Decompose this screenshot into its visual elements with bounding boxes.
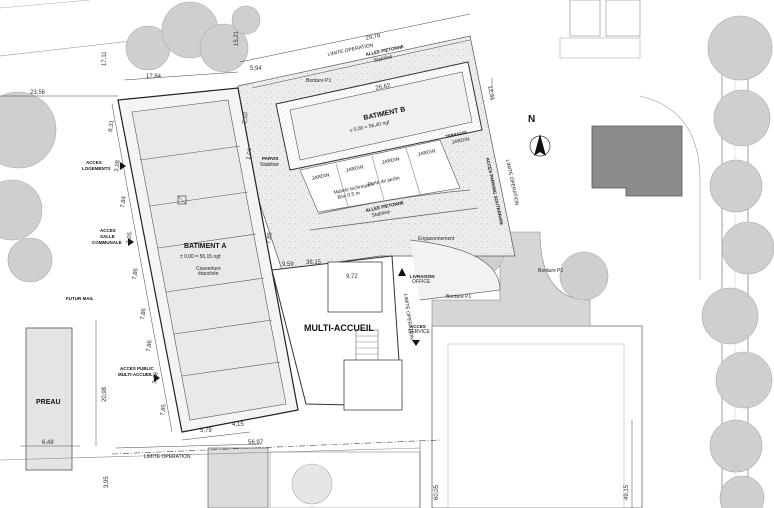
acces-salle-sub2: COMMUNALE [92,240,122,245]
building-multi-name: MULTI-ACCUEIL [304,323,374,333]
jardin-2: JARDIN [345,164,364,174]
acces-service-sub: SERVICE [408,329,431,335]
acces-salle-label: ACCES [100,228,116,233]
dim-12-31: 12,31 [486,85,495,102]
dim-9-72: 9,72 [346,274,358,280]
terrasse-sub: JARDIN [451,136,470,146]
jardin-4: JARDIN [417,148,436,158]
dim-5-94: 5,94 [250,66,262,72]
jardin-1: JARDIN [311,172,330,182]
building-a-level: ± 0,00 = 56,15 ngf [180,254,221,260]
parvis-sub: Stabilisé [260,162,279,168]
arrow-acces-logements-icon [120,162,126,170]
dim-6-48: 6,48 [42,440,54,446]
dim-1-04: 1,04 [246,147,254,160]
dim-9-59: 9,59 [282,262,294,268]
dim-3-95: 3,95 [104,476,110,488]
acces-logements-label: ACCES [86,160,102,165]
building-multi-accueil [271,255,403,411]
dimension-lines [0,13,633,508]
bordure-right: Bordure P1 [538,268,564,274]
building-a [117,87,299,433]
access-arrows [120,162,420,382]
dim-5-79: 5,79 [200,428,212,434]
dim-7-86c: 7,86 [146,339,154,352]
allee-pietonne-mid-sub: Stabilisé [371,209,391,219]
dim-17-84: 17,84 [146,74,162,80]
livraison-sub: OFFICE [412,279,431,285]
north-arrow [529,134,551,157]
dim-17-11: 17,11 [102,51,108,66]
arrow-acces-salle-icon [128,238,134,246]
north-label: N [528,114,535,125]
engazonnement-label: Engazonnement [418,236,455,242]
dim-56-97: 56,97 [248,440,264,446]
dim-3-28a: 3,28 [114,159,122,172]
acces-salle-sub: SALLE [100,234,115,239]
dim-60-05: 60,05 [434,484,440,500]
dim-8-31: 8,31 [108,119,116,132]
bordure-lower: Bordure P1 [446,294,472,300]
acces-logements-sub: LOGEMENTS [82,166,111,171]
acces-public-label: ACCES PUBLIC [120,366,155,371]
bordure-label: Bordure P1 [306,78,332,84]
building-a-roof: Couverture [196,266,221,272]
parvis-label: PARVIS [262,156,278,161]
jardin-3: JARDIN [381,156,400,166]
dim-7-85b: 7,85 [266,231,274,244]
arrow-livraison-icon [398,268,406,276]
dim-38-15: 38,15 [306,260,322,266]
futur-mail-label: FUTUR MAIL [66,296,94,301]
dim-49-15: 49,15 [624,484,630,500]
building-a-name: BATIMENT A [184,243,226,250]
dim-20-98: 20,98 [102,386,108,402]
dim-3-26: 3,26 [126,231,134,244]
allee-pietonne-top-sub: Stabilisé [373,54,393,64]
dim-15-21: 15,21 [234,30,240,46]
limite-operation-bottom: LIMITE OPERATION [144,454,191,460]
dim-7-84: 7,84 [120,195,128,208]
terrasse-label: TERRASSE [445,129,468,138]
dim-7-86a: 7,86 [132,267,140,280]
livraison-label: LIVRAISON [410,274,435,279]
dim-2-10: 2,10 [242,111,250,124]
dim-3-28b: 3,28 [152,371,160,384]
preau-label: PREAU [36,399,61,406]
building-b [275,61,483,213]
arrow-acces-public-icon [154,374,160,382]
acces-public-sub: MULTI-ACCUEIL [118,372,153,377]
dim-7-86b: 7,86 [140,307,148,320]
arrow-acces-service-icon [412,340,420,346]
acces-service-label: ACCES [410,324,426,329]
dim-29-78: 29,78 [365,33,382,42]
dim-7-85: 7,85 [160,403,168,416]
murets-sub: Box 0.5 m [337,190,360,201]
dim-26-62: 26,62 [375,83,392,92]
building-a-roof-sub: étanchée [198,271,219,277]
dim-4-15: 4,15 [232,422,244,428]
dim-23-56: 23,56 [30,90,46,96]
